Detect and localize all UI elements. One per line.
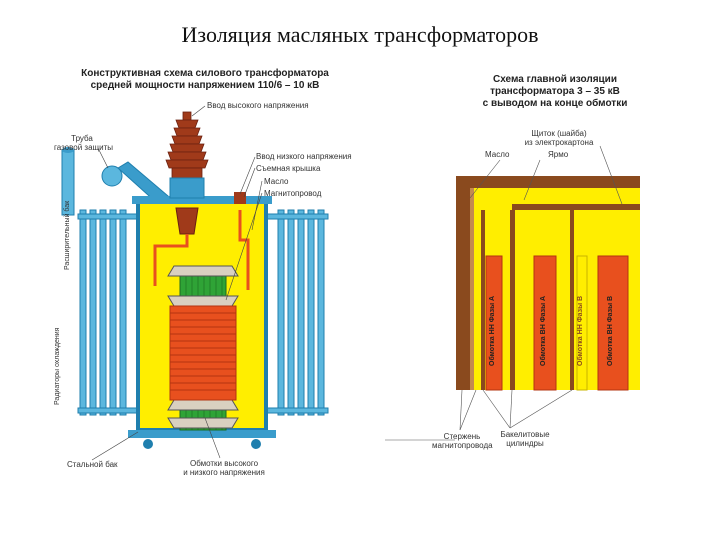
lead-lv [238,210,250,290]
bakelite-cylinder-2 [510,210,515,390]
yoke [456,176,640,188]
lv-bushing [234,192,246,204]
label-shield: Щиток (шайба) из электрокартона [514,129,604,147]
bakelite-cylinder-3 [570,210,574,390]
shield-washer [512,204,640,210]
left-leader-lines [91,105,263,461]
windings-coil [169,305,237,401]
label-core-rod: Стержень магнитопровода [432,432,493,450]
radiator-right [265,209,329,416]
label-windings-line-2: и низкого напряжения [183,468,265,477]
bushing-flange [169,177,205,199]
label-yoke: Ярмо [548,150,569,159]
winding-label-lv-b: Обмотка НН Фазы В [577,295,584,366]
left-header-line-1: Конструктивная схема силового трансформа… [81,68,329,79]
label-bakelite-line-1: Бакелитовые [500,430,550,439]
label-hv-input: Ввод высокого напряжения [207,101,309,110]
right-header-line-2: трансформатора 3 – 35 кВ [490,86,620,97]
gas-pipe [101,161,169,205]
label-windings: Обмотки высокого и низкого напряжения [178,459,270,477]
label-lv-input: Ввод низкого напряжения [256,152,352,161]
expander-tank [61,147,75,216]
radiator-left [77,209,139,416]
label-windings-line-1: Обмотки высокого [189,459,259,468]
left-header-line-2: средней мощности напряжением 110/6 – 10 … [90,80,320,91]
right-diagram-header: Схема главной изоляции трансформатора 3 … [465,74,645,110]
winding-lv-a [485,255,503,391]
winding-hv-a [533,255,557,391]
label-tank: Стальной бак [67,460,118,469]
label-gas-pipe: Труба газовой защиты [54,134,114,152]
bakelite-cylinder-1 [481,210,485,390]
winding-label-hv-a: Обмотка ВН Фазы А [540,295,547,366]
tank-base [128,430,276,438]
tank-lid [132,196,272,204]
label-bakelite-line-2: цилиндры [506,439,544,448]
label-gas-pipe-line-2: газовой защиты [54,143,114,152]
label-shield-line-1: Щиток (шайба) [531,129,587,138]
label-oil-right: Масло [485,150,510,159]
winding-lv-b [576,255,588,391]
label-gas-pipe-line-1: Труба [71,134,93,143]
label-bakelite: Бакелитовые цилиндры [490,430,560,448]
label-shield-line-2: из электрокартона [524,138,594,147]
hv-bushing [165,111,209,179]
label-oil: Масло [264,177,289,186]
inner-bushing [175,207,199,235]
winding-label-lv-a: Обмотка НН Фазы А [489,295,496,366]
label-lid: Съемная крышка [256,164,321,173]
core-rod [456,176,470,390]
label-core-rod-line-2: магнитопровода [432,441,493,450]
label-core: Магнитопровод [264,189,322,198]
lead-hv [153,234,189,286]
winding-hv-b [597,255,629,391]
right-header-line-3: с выводом на конце обмотки [482,98,628,109]
label-core-rod-line-1: Стержень [443,432,481,441]
right-header-line-1: Схема главной изоляции [493,74,617,85]
right-leader-lines [385,145,623,441]
slide-title: Изоляция масляных трансформаторов [181,22,539,47]
left-diagram-header: Конструктивная схема силового трансформа… [60,68,350,92]
winding-label-hv-b: Обмотка ВН Фазы В [607,295,614,366]
